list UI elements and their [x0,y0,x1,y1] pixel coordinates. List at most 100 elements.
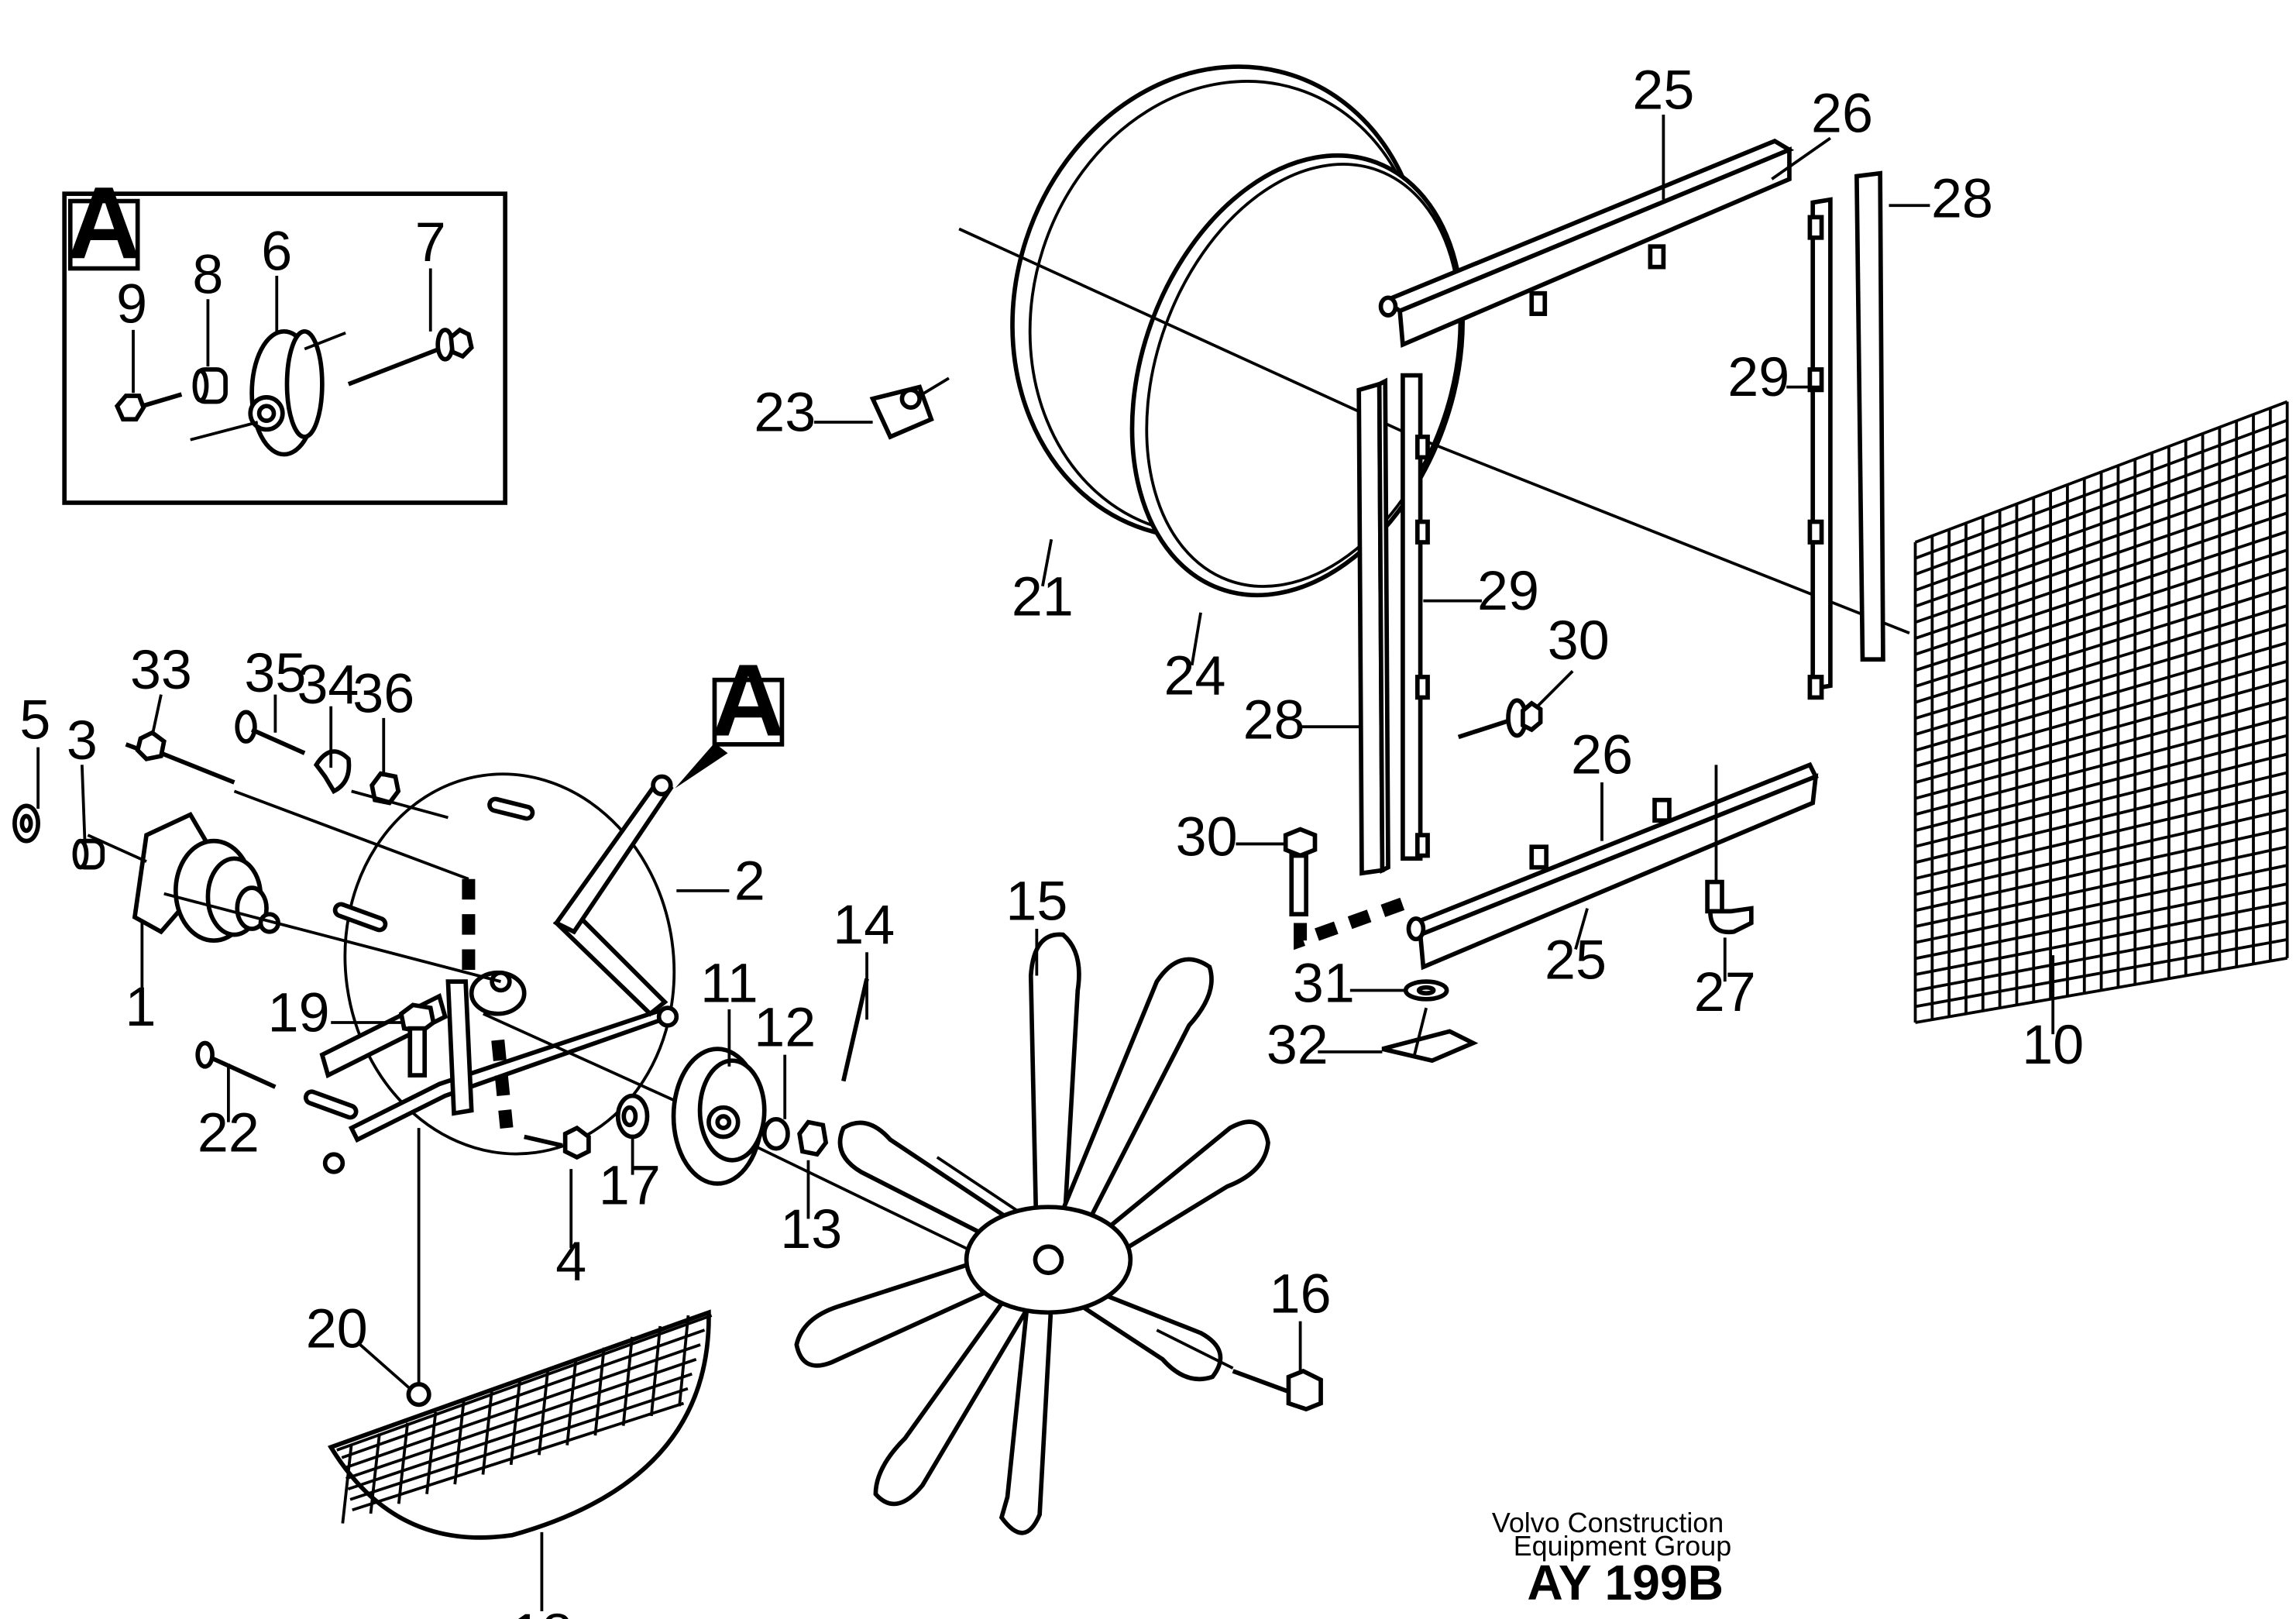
bolt-19 [398,1002,436,1078]
callout-25-top: 25 [1632,59,1694,121]
callout-23: 23 [754,381,816,443]
fitting-27 [1705,765,1754,935]
hydraulic-motor [132,811,280,944]
fan-blades-15 [794,932,1270,1535]
callout-5: 5 [19,689,50,751]
callout-14: 14 [833,894,895,956]
callout-29-left: 29 [1477,560,1539,622]
mesh-wire [1915,882,2288,961]
guard-wire [341,1444,353,1524]
mesh-wire [1914,474,2288,608]
detail-reference-a: A [675,644,785,789]
lower-rail [1406,761,1819,971]
callout-21: 21 [1012,566,1074,628]
nut-36 [369,771,401,806]
mesh-wire [1915,901,2288,976]
callout-12: 12 [754,996,816,1058]
callout-10: 10 [2022,1014,2084,1076]
callout-6: 6 [261,220,292,282]
mesh-wire [1914,623,2288,736]
guard-mesh [341,1315,706,1524]
mesh-wire [1915,789,2288,880]
nut-13 [797,1119,829,1157]
mesh-wire [1914,548,2288,672]
callout-26-bottom: 26 [1571,724,1633,786]
mesh-wire [1914,418,2288,560]
callout-35: 35 [244,642,306,704]
company-line-1: Volvo Construction [1492,1507,1724,1538]
mesh-wire [1914,511,2288,640]
callout-25-bottom: 25 [1545,929,1607,991]
mesh-wire [1915,864,2288,944]
detail-screw [114,392,183,422]
mesh-wire [1915,957,2287,1024]
callout-numbers: 9 8 6 7 1 2 3 4 5 10 11 12 13 14 15 16 1… [19,59,2084,1619]
mesh-wire [1914,604,2288,720]
callout-24: 24 [1164,645,1226,707]
bolt-30-upper [1457,698,1543,740]
callout-33: 33 [130,639,192,701]
guard-wire [345,1358,697,1480]
callout-30-lower: 30 [1176,806,1238,868]
mesh-wire [1915,827,2288,913]
mesh-wire [1915,919,2288,992]
pin-14 [841,978,869,1082]
callout-3: 3 [67,710,98,772]
callout-34: 34 [297,654,359,716]
callout-30-upper: 30 [1548,610,1610,672]
bolt-35 [235,710,306,755]
mesh-wire [1915,771,2288,864]
callout-28-bottom: 28 [1243,689,1305,751]
mesh-wire [1915,715,2288,816]
bolt-16 [1156,1329,1323,1412]
mesh-wire [1915,808,2288,896]
callout-28-top: 28 [1931,167,1993,229]
right-side-channel [1807,170,1885,700]
callout-leaders [36,115,2055,1611]
lower-guard-18 [327,1128,713,1540]
guard-wire [352,1401,685,1512]
sensor-33 [125,730,235,785]
washer-12 [761,1116,790,1151]
detail-spacer [192,367,228,404]
callout-36: 36 [352,662,414,724]
drawing-code: AY 199B [1527,1555,1724,1610]
mesh-wire [1914,400,2288,544]
bushing-3 [72,838,105,870]
footer: Volvo Construction Equipment Group AY 19… [1492,1507,1731,1610]
callout-1: 1 [125,976,156,1038]
callout-26-top: 26 [1811,83,1873,145]
detail-reference-label: A [711,644,785,758]
callout-15: 15 [1005,871,1067,933]
callout-13: 13 [780,1198,842,1260]
callout-19: 19 [268,981,330,1043]
guard-wire [369,1433,381,1514]
mesh-wire [1915,696,2288,800]
left-side-channel [1356,373,1430,876]
mesh-wire [1914,493,2288,624]
guard-wire [341,1329,706,1459]
washer-17 [615,1093,650,1139]
bolt-22 [195,1040,277,1089]
callout-11: 11 [700,953,758,1015]
mesh-wire [1914,567,2288,688]
callout-4: 4 [555,1231,586,1293]
bolt-30-lower [1283,827,1318,916]
fan-shroud-ring [869,64,1910,634]
hub-flange-11 [671,1047,767,1186]
guard-wire [349,1387,689,1501]
mesh-wire [1914,586,2288,704]
mesh-wire [1915,938,2287,1009]
detail-long-bolt [347,327,474,387]
callout-18: 18 [510,1603,572,1619]
mesh-wire [1914,530,2288,656]
upper-rail [1378,138,1795,348]
radiator-screen-grid [1913,400,2289,1024]
detail-box-a: A [62,166,507,505]
callout-20: 20 [306,1298,368,1360]
washer-5 [12,803,40,844]
callout-17: 17 [599,1154,661,1216]
callout-31: 31 [1293,953,1355,1015]
company-line-2: Equipment Group [1514,1530,1731,1562]
